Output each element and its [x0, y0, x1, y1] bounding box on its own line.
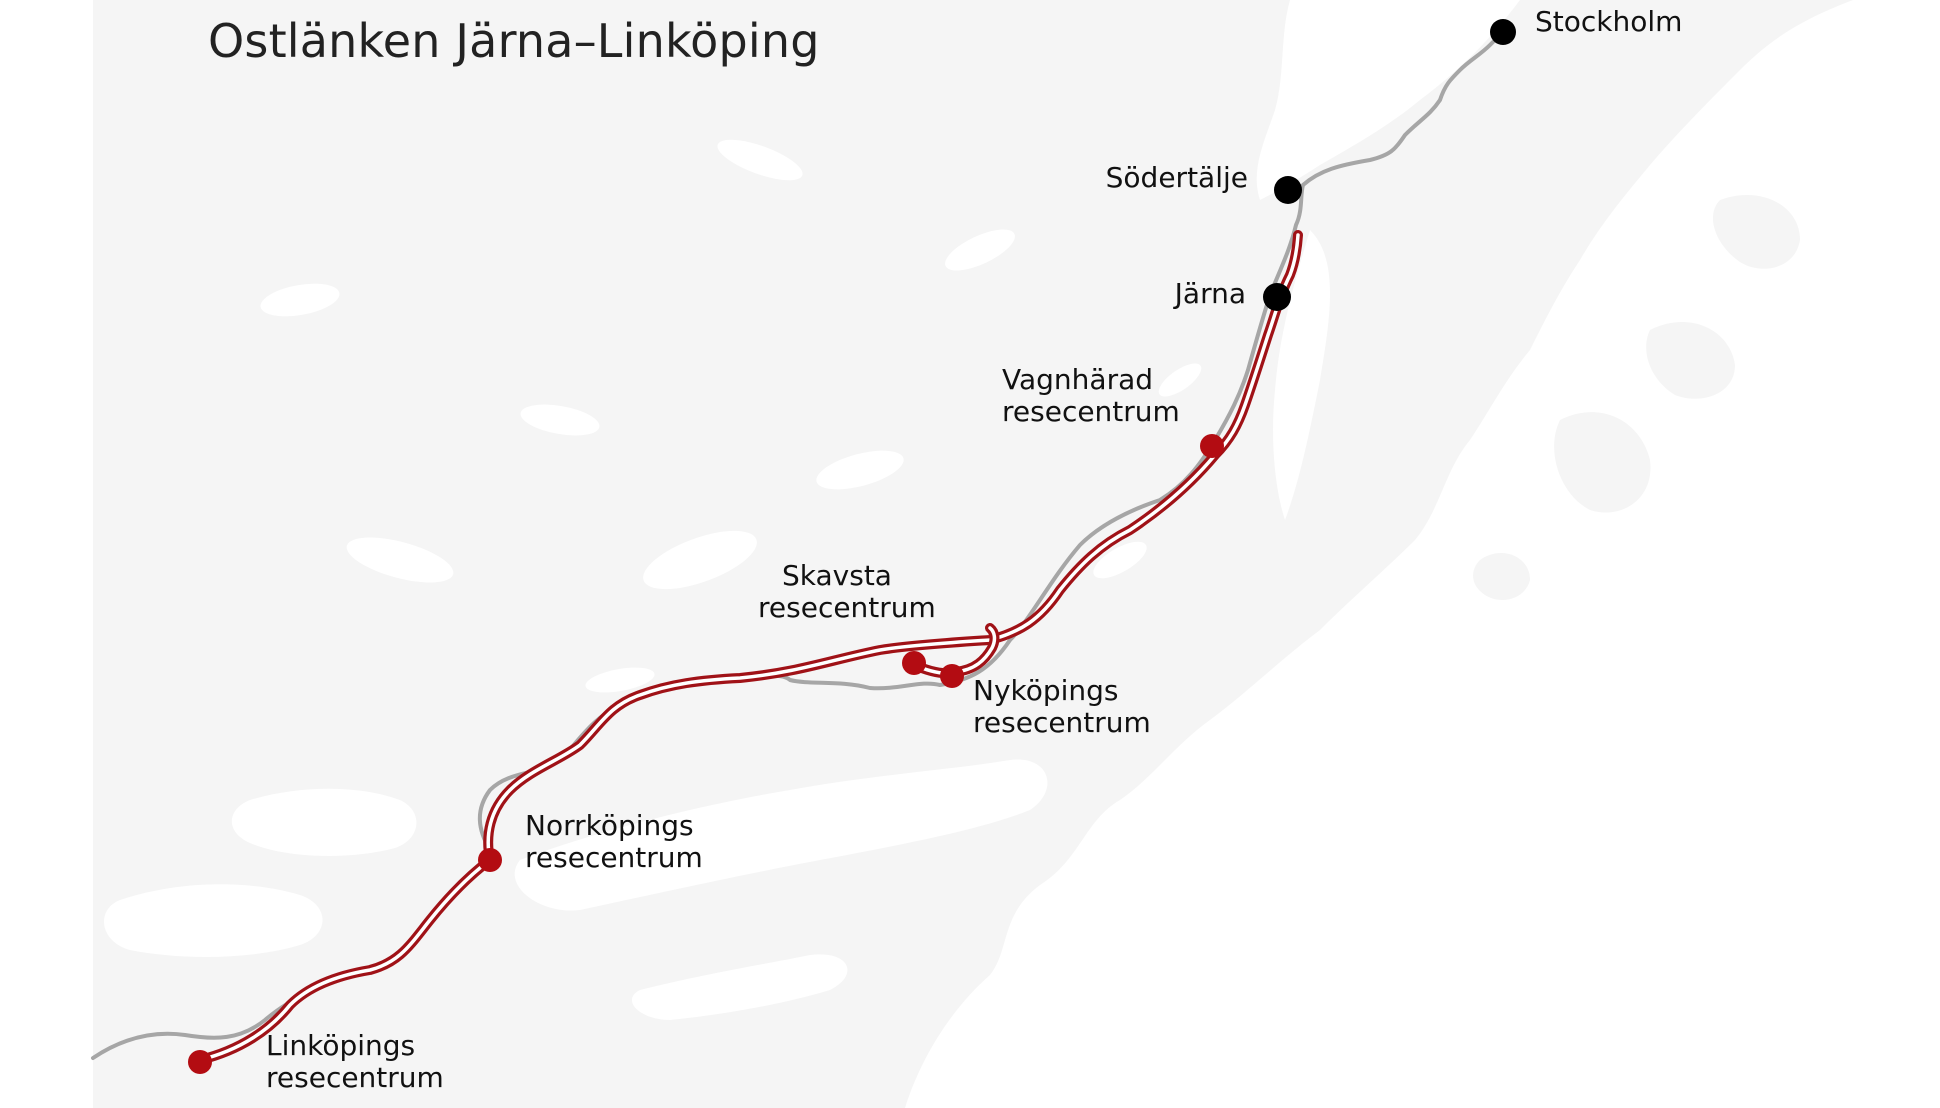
marker-jarna [1263, 283, 1291, 311]
lake-glan [231, 788, 417, 856]
label-linkoping: Linköpings resecentrum [266, 1030, 444, 1094]
marker-nykoping [940, 664, 964, 688]
lake-small-3 [520, 404, 600, 436]
lake-malaren [1256, 0, 1520, 200]
water-bodies [103, 0, 1853, 1108]
label-norrkoping-type: resecentrum [525, 841, 703, 874]
label-jarna-name: Järna [1174, 277, 1246, 310]
lake-small-8 [717, 139, 803, 181]
label-vagnharad-type: resecentrum [1002, 395, 1180, 428]
island-2 [1646, 322, 1735, 399]
sea-southeast [905, 0, 1853, 1108]
marker-stockholm [1490, 19, 1516, 45]
marker-skavsta [902, 651, 926, 675]
ostlanken-track-inner [198, 233, 1300, 1062]
marker-linkoping [188, 1050, 212, 1074]
label-skavsta-name: Skavsta [782, 559, 892, 592]
ostlanken-new-line [195, 230, 1303, 1065]
label-sodertalje-name: Södertälje [1105, 161, 1248, 194]
lake-small-1 [643, 530, 757, 590]
islands [1473, 194, 1800, 600]
bay-slatbaken [631, 954, 848, 1020]
nykoping-loop-track-inner [910, 626, 997, 675]
marker-sodertalje [1274, 176, 1302, 204]
island-4 [1473, 552, 1530, 600]
label-skavsta: Skavsta resecentrum [758, 560, 936, 624]
label-linkoping-type: resecentrum [266, 1061, 444, 1094]
label-nykoping-name: Nyköpings [973, 674, 1119, 707]
lake-small-7 [260, 283, 340, 317]
label-sodertalje: Södertälje [1100, 162, 1248, 194]
label-jarna: Järna [1140, 278, 1246, 310]
lake-roxen [103, 884, 323, 957]
station-markers [188, 19, 1516, 1074]
lake-small-5 [1093, 541, 1147, 579]
label-nykoping-type: resecentrum [973, 706, 1151, 739]
label-linkoping-name: Linköpings [266, 1029, 416, 1062]
island-1 [1554, 412, 1651, 513]
island-3 [1712, 194, 1800, 269]
lake-small-10 [585, 667, 655, 693]
label-stockholm-name: Stockholm [1535, 5, 1683, 38]
lake-small-6 [346, 537, 454, 583]
lake-small-2 [816, 450, 904, 490]
label-norrkoping-name: Norrköpings [525, 809, 694, 842]
marker-norrkoping [478, 848, 502, 872]
label-vagnharad: Vagnhärad resecentrum [1002, 364, 1180, 428]
lake-small-4 [945, 229, 1015, 271]
lake-small-9 [1158, 363, 1202, 397]
label-stockholm: Stockholm [1535, 6, 1682, 38]
bay-braviken [514, 759, 1048, 911]
map-title: Ostlänken Järna–Linköping [208, 14, 820, 68]
label-vagnharad-name: Vagnhärad [1002, 363, 1154, 396]
label-norrkoping: Norrköpings resecentrum [525, 810, 703, 874]
marker-vagnharad [1200, 434, 1224, 458]
bay-sodertalje [1273, 230, 1330, 520]
label-skavsta-type: resecentrum [758, 591, 936, 624]
label-nykoping: Nyköpings resecentrum [973, 675, 1151, 739]
